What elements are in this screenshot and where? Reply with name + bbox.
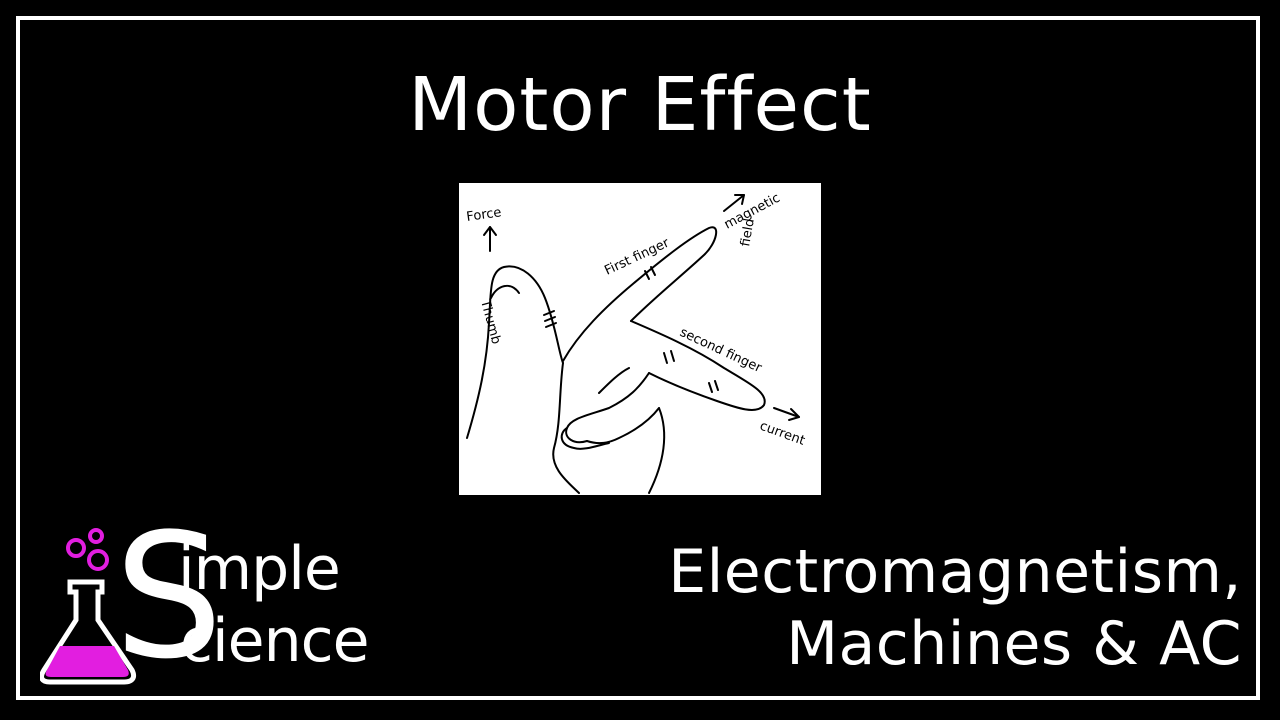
thumb-outline xyxy=(466,265,564,439)
logo-big-s: S xyxy=(114,496,224,697)
series-subtitle: Electromagnetism, Machines & AC xyxy=(668,536,1242,680)
second-finger-outline xyxy=(630,320,766,411)
current-arrow xyxy=(773,407,800,418)
logo-word-imple: imple xyxy=(178,534,341,604)
field-label: field xyxy=(738,217,758,247)
simple-science-logo xyxy=(39,520,480,690)
flask-icon xyxy=(39,528,137,685)
first-finger-label: First finger xyxy=(602,235,672,278)
field-arrow xyxy=(723,194,745,212)
thumb-label: Thumb xyxy=(477,297,503,346)
force-label: Force xyxy=(465,205,502,225)
subtitle-line-2: Machines & AC xyxy=(786,609,1242,679)
hand-drawing: Force Thumb First finger magnetic field … xyxy=(465,191,807,494)
frame-border xyxy=(16,16,1260,700)
second-finger-label: second finger xyxy=(677,325,764,376)
current-label: current xyxy=(758,419,807,449)
left-hand-rule-sketch: Force Thumb First finger magnetic field … xyxy=(459,183,821,495)
logo-word-cience: cience xyxy=(180,606,370,676)
first-finger-outline xyxy=(562,226,718,362)
page-title: Motor Effect xyxy=(408,62,872,148)
subtitle-line-1: Electromagnetism, xyxy=(668,537,1242,607)
